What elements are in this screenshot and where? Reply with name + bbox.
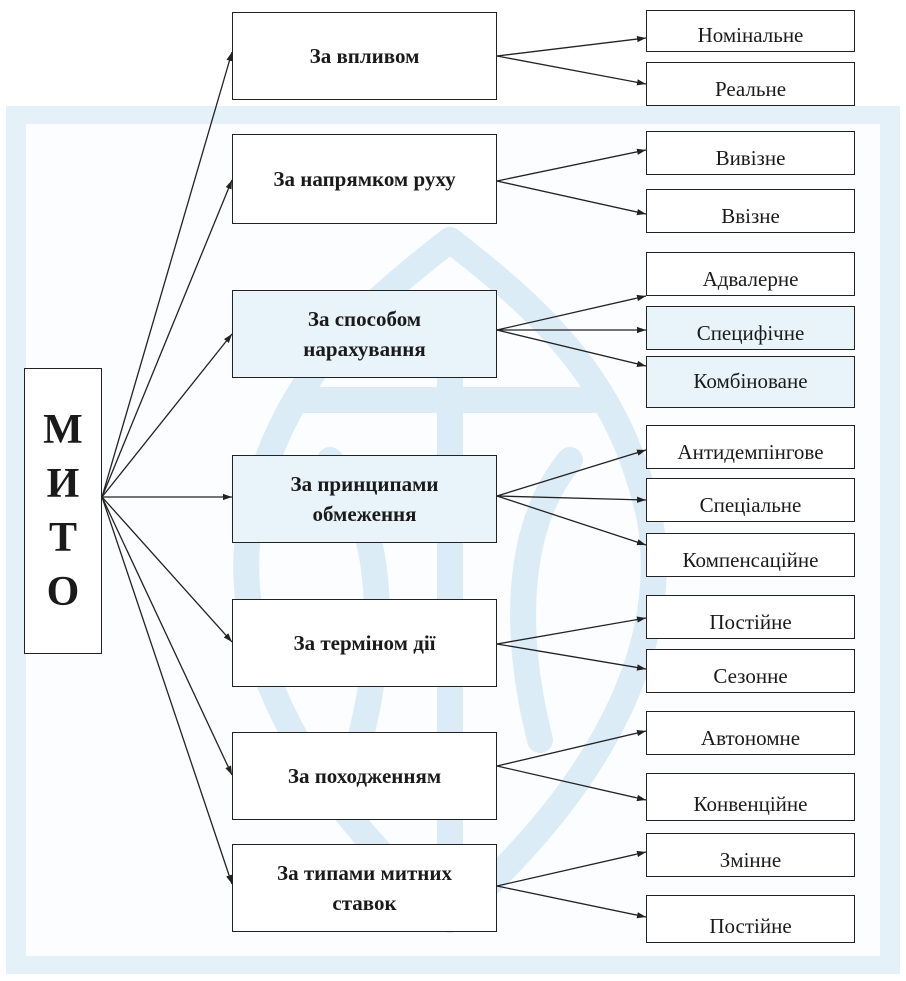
leaf-box: Комбіноване: [646, 356, 855, 408]
root-letter: И: [46, 461, 80, 507]
connector-cat3-leaf3: [496, 329, 647, 367]
connector-cat2-leaf2: [496, 180, 647, 216]
leaf-box: Автономне: [646, 711, 855, 755]
leaf-label: Реальне: [714, 77, 787, 101]
connector-cat4-leaf2: [496, 495, 647, 503]
category-rate-types: За типами митних ставок: [232, 844, 497, 932]
root-letter: О: [46, 569, 80, 615]
leaf-label: Ввізне: [721, 204, 780, 228]
leaf-box: Постійне: [646, 895, 855, 943]
leaf-box: Конвенційне: [646, 773, 855, 821]
connector-cat7-leaf1: [496, 850, 647, 887]
connector-cat2-leaf1: [496, 148, 647, 182]
category-label: За терміном дії: [293, 631, 436, 655]
connector-root-cat2: [101, 179, 233, 498]
connector-cat3-leaf1: [496, 294, 647, 331]
category-label: За походженням: [287, 764, 442, 788]
leaf-label: Автономне: [700, 726, 801, 750]
category-label: За типами митних ставок: [277, 861, 452, 915]
category-restriction-principles: За принципами обмеження: [232, 455, 497, 543]
connector-cat4-leaf1: [496, 449, 647, 497]
connector-cat7-leaf2: [496, 885, 647, 919]
category-label: За впливом: [309, 44, 420, 68]
leaf-box: Антидемпінгове: [646, 425, 855, 469]
leaf-box: Номінальне: [646, 10, 855, 52]
connector-cat1-leaf1: [496, 35, 647, 57]
leaf-box: Змінне: [646, 833, 855, 877]
connector-cat6-leaf1: [496, 729, 647, 767]
leaf-label: Комбіноване: [693, 369, 808, 393]
leaf-box: Постійне: [646, 595, 855, 639]
leaf-label: Номінальне: [697, 23, 804, 47]
connector-root-cat6: [101, 496, 233, 776]
root-letter: Т: [48, 515, 77, 561]
connector-root-cat1: [101, 51, 233, 498]
leaf-label: Змінне: [719, 848, 782, 872]
category-label: За напрямком руху: [273, 167, 456, 191]
leaf-label: Специфічне: [696, 321, 805, 345]
leaf-box: Специфічне: [646, 306, 855, 350]
category-direction: За напрямком руху: [232, 134, 497, 224]
leaf-box: Ввізне: [646, 189, 855, 233]
leaf-label: Антидемпінгове: [677, 440, 824, 464]
leaf-box: Реальне: [646, 62, 855, 106]
leaf-label: Компенсаційне: [682, 548, 819, 572]
leaf-box: Сезонне: [646, 649, 855, 693]
connector-cat5-leaf1: [496, 616, 647, 645]
root-letter: М: [43, 407, 83, 453]
category-label: За способом нарахування: [303, 307, 426, 361]
category-duration: За терміном дії: [232, 599, 497, 687]
leaf-label: Конвенційне: [693, 792, 808, 816]
category-origin: За походженням: [232, 732, 497, 820]
category-influence: За впливом: [232, 12, 497, 100]
leaf-label: Постійне: [709, 610, 792, 634]
leaf-label: Вивізне: [715, 146, 786, 170]
leaf-label: Адвалерне: [702, 267, 799, 291]
leaf-box: Вивізне: [646, 131, 855, 175]
leaf-box: Компенсаційне: [646, 533, 855, 577]
connector-root-cat7: [101, 496, 233, 885]
root-box: М И Т О: [24, 368, 102, 654]
leaf-label: Постійне: [709, 914, 792, 938]
leaf-box: Адвалерне: [646, 252, 855, 296]
category-label: За принципами обмеження: [290, 472, 439, 526]
connector-cat1-leaf2: [496, 55, 647, 86]
leaf-box: Спеціальне: [646, 478, 855, 522]
leaf-label: Спеціальне: [699, 493, 802, 517]
connector-cat6-leaf2: [496, 765, 647, 802]
connector-cat4-leaf3: [496, 495, 647, 546]
connector-cat5-leaf2: [496, 643, 647, 671]
category-calculation-method: За способом нарахування: [232, 290, 497, 378]
connector-root-cat3: [101, 333, 233, 498]
leaf-label: Сезонне: [713, 664, 788, 688]
connector-root-cat5: [101, 496, 233, 643]
